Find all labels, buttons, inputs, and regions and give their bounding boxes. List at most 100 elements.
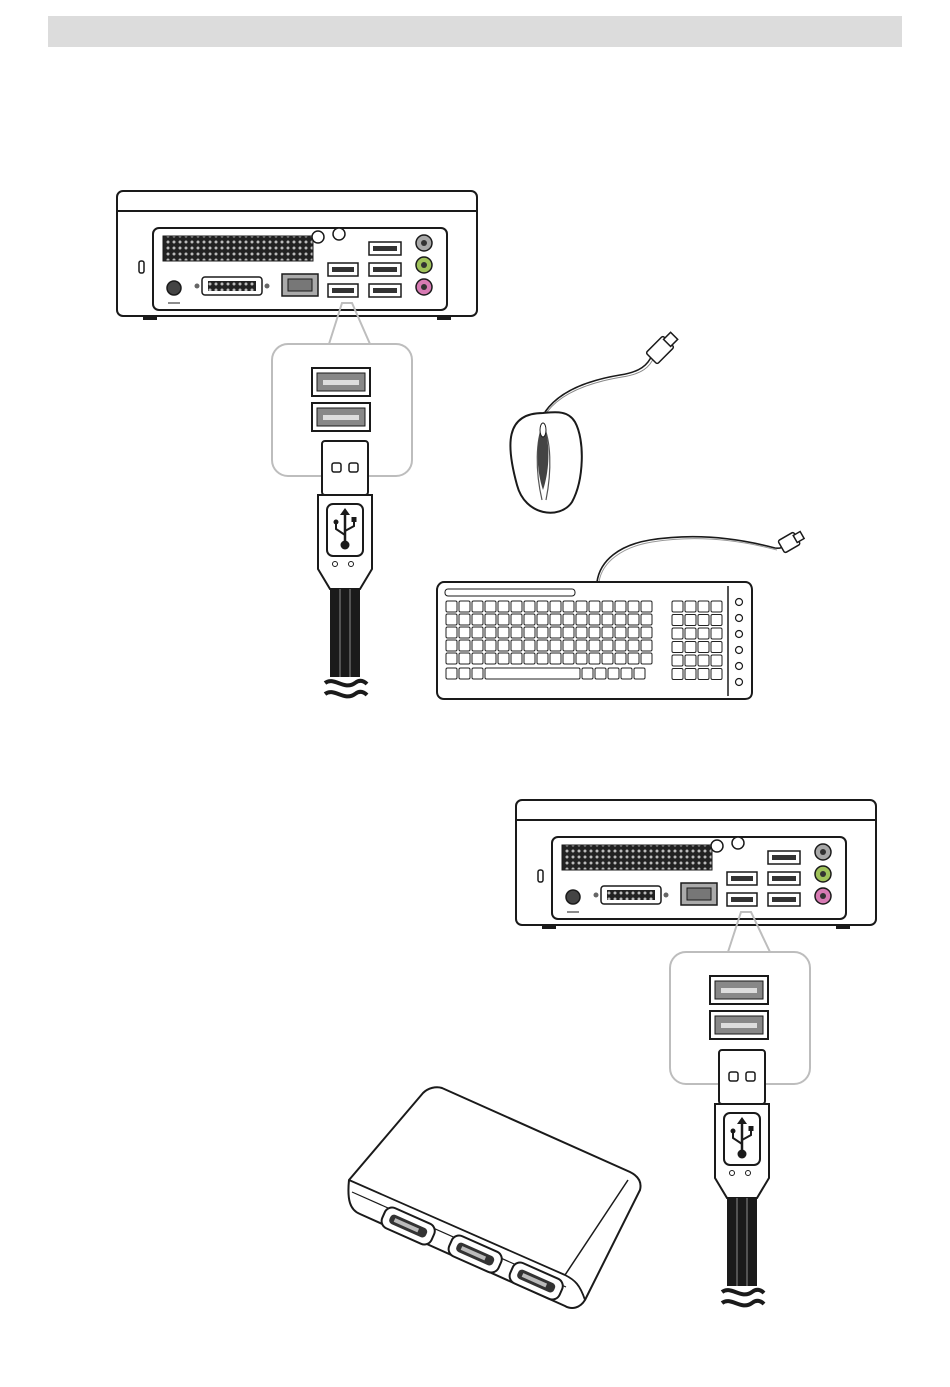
keyboard-key: [563, 614, 574, 625]
keyboard-key: [511, 601, 522, 612]
keyboard-key: [485, 653, 496, 664]
keyboard-key: [446, 614, 457, 625]
keyboard-key: [524, 640, 535, 651]
keyboard-key: [672, 628, 683, 639]
keyboard-key: [711, 669, 722, 680]
keyboard-key: [498, 601, 509, 612]
keyboard-key: [641, 627, 652, 638]
usb-plug: [318, 441, 372, 696]
keyboard-key: [672, 601, 683, 612]
keyboard-key: [628, 640, 639, 651]
keyboard-key: [685, 655, 696, 666]
keyboard-key: [582, 668, 593, 679]
keyboard-key: [550, 653, 561, 664]
keyboard-key: [524, 614, 535, 625]
keyboard-key: [602, 640, 613, 651]
keyboard-key: [472, 653, 483, 664]
keyboard-key: [563, 653, 574, 664]
keyboard-key: [537, 601, 548, 612]
usb-hub: [348, 1087, 640, 1308]
keyboard-key: [550, 601, 561, 612]
keyboard-key: [498, 614, 509, 625]
keyboard-key: [672, 615, 683, 626]
keyboard-key: [472, 668, 483, 679]
keyboard-key: [672, 669, 683, 680]
keyboard-key: [615, 653, 626, 664]
keyboard-key: [472, 640, 483, 651]
keyboard-key: [563, 627, 574, 638]
keyboard-key: [446, 627, 457, 638]
keyboard-key: [628, 614, 639, 625]
keyboard-key: [459, 668, 470, 679]
keyboard-key: [615, 640, 626, 651]
keyboard-key: [537, 627, 548, 638]
keyboard-key: [711, 628, 722, 639]
keyboard-key: [459, 627, 470, 638]
keyboard-key: [446, 668, 457, 679]
keyboard-key: [537, 614, 548, 625]
keyboard-key: [459, 653, 470, 664]
keyboard-key: [602, 627, 613, 638]
keyboard-key: [621, 668, 632, 679]
keyboard-key: [537, 653, 548, 664]
usb-plug: [715, 1050, 769, 1305]
keyboard-key: [485, 614, 496, 625]
keyboard-key: [615, 601, 626, 612]
keyboard-key: [589, 653, 600, 664]
keyboard-key: [524, 653, 535, 664]
keyboard-key: [602, 601, 613, 612]
keyboard-key: [511, 653, 522, 664]
keyboard-key: [602, 653, 613, 664]
keyboard-key: [459, 614, 470, 625]
keyboard-key: [628, 627, 639, 638]
keyboard-key: [589, 627, 600, 638]
keyboard-key: [459, 601, 470, 612]
keyboard-key: [602, 614, 613, 625]
keyboard-key: [685, 669, 696, 680]
keyboard-key: [446, 653, 457, 664]
keyboard-key: [711, 615, 722, 626]
keyboard-key: [711, 642, 722, 653]
keyboard-key: [576, 653, 587, 664]
keyboard-key: [485, 668, 580, 679]
keyboard-key: [485, 640, 496, 651]
keyboard-key: [563, 640, 574, 651]
keyboard-key: [511, 614, 522, 625]
keyboard-key: [524, 627, 535, 638]
keyboard-key: [446, 640, 457, 651]
keyboard-key: [641, 601, 652, 612]
usb-mouse: [510, 330, 679, 513]
keyboard-key: [641, 614, 652, 625]
keyboard-key: [641, 653, 652, 664]
keyboard-key: [498, 640, 509, 651]
keyboard-key: [595, 668, 606, 679]
keyboard-key: [446, 601, 457, 612]
keyboard-key: [485, 601, 496, 612]
keyboard-key: [498, 653, 509, 664]
keyboard-key: [485, 627, 496, 638]
keyboard-key: [608, 668, 619, 679]
keyboard-key: [685, 628, 696, 639]
keyboard-key: [472, 614, 483, 625]
keyboard-key: [550, 614, 561, 625]
keyboard-key: [550, 627, 561, 638]
keyboard-key: [576, 627, 587, 638]
keyboard-key: [459, 640, 470, 651]
pc-rear-panel: [117, 191, 477, 320]
keyboard-key: [672, 642, 683, 653]
keyboard-key: [685, 615, 696, 626]
keyboard-key: [685, 601, 696, 612]
keyboard-key: [615, 627, 626, 638]
keyboard-key: [563, 601, 574, 612]
keyboard-key: [589, 601, 600, 612]
keyboard-key: [698, 655, 709, 666]
keyboard-key: [672, 655, 683, 666]
keyboard-key: [511, 627, 522, 638]
keyboard-key: [615, 614, 626, 625]
keyboard-key: [634, 668, 645, 679]
keyboard-key: [698, 642, 709, 653]
keyboard-key: [524, 601, 535, 612]
keyboard-key: [498, 627, 509, 638]
keyboard-key: [628, 653, 639, 664]
